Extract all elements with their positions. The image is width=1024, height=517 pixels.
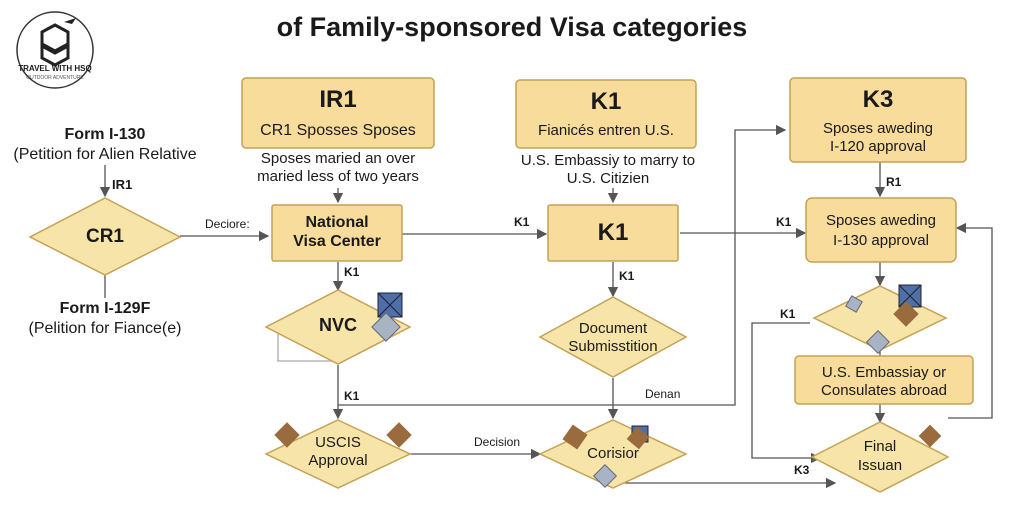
- document-icon: [592, 463, 618, 489]
- boxes: [241, 77, 974, 405]
- envelope-icon: [371, 292, 403, 342]
- document-icons: [274, 284, 942, 489]
- document-icon: [845, 295, 863, 313]
- document-icon: [918, 424, 942, 448]
- connectors: [99, 124, 993, 489]
- cr1-diamond-label: CR1: [85, 226, 124, 247]
- form-i129f-subtitle: (Pelition for Fiance(e): [28, 320, 182, 337]
- spouses-mid-line1: Sposes aweding: [825, 212, 937, 229]
- decision-edge-label: Decision: [474, 435, 521, 449]
- form-i130-title: Form I-130: [64, 126, 146, 143]
- cr1-diamond: [28, 197, 182, 276]
- k1-edge-label: K1: [344, 265, 360, 279]
- doc-line1: Document: [578, 320, 648, 337]
- k1-mid-box: [547, 204, 679, 262]
- ir1-note-line1: Sposes maried an over: [260, 150, 416, 167]
- envelope-icon: [898, 284, 922, 308]
- logo-tagline: OUTDOOR ADVENTURE: [26, 75, 84, 81]
- doc-diamond: [538, 296, 688, 378]
- final-diamond: [810, 421, 950, 493]
- uscis-line1: USCIS: [315, 434, 361, 451]
- ir1-box: [241, 77, 435, 149]
- line-right-loop: [948, 222, 993, 419]
- line-k1-loop: [751, 322, 822, 464]
- form-i130-subtitle: (Petition for Alien Relative: [13, 146, 197, 163]
- k1-top-box-title: K1: [590, 88, 622, 115]
- spouses-mid-box: [805, 197, 957, 263]
- nvc-side-line: [277, 334, 338, 362]
- spouses-mid-line2: I-130 approval: [833, 232, 929, 249]
- embassy-line2: Consulates abroad: [821, 382, 947, 399]
- embassy-line1: U.S. Embassiay or: [821, 364, 947, 381]
- diamonds: [28, 197, 950, 493]
- logo: TRAVEL WITH HSQ OUTDOOR ADVENTURE: [12, 10, 98, 96]
- nvc-center-line1: National: [305, 214, 369, 231]
- k1-edge-label: K1: [780, 307, 796, 321]
- denan-edge-label: Denan: [645, 387, 681, 401]
- document-icon: [626, 426, 650, 450]
- document-icon: [893, 301, 919, 327]
- decision-edge-label: Deciore:: [205, 217, 250, 231]
- uscis-line2: Approval: [308, 452, 368, 469]
- nvc-center-box: [271, 204, 403, 262]
- k1-top-box: [515, 79, 697, 149]
- k3-box-title: K3: [862, 86, 894, 113]
- k1-edge-label: K1: [344, 389, 360, 403]
- ir1-box-subtitle: CR1 Sposses Sposes: [260, 122, 416, 139]
- document-icon: [386, 422, 412, 448]
- document-icon: [865, 329, 891, 355]
- k3-edge-label: K3: [794, 463, 810, 477]
- k3-box-line1: Sposes aweding: [822, 120, 934, 137]
- document-icon: [274, 422, 300, 448]
- final-line2: Issuan: [857, 457, 903, 474]
- page-title: of Family-sponsored Visa categories: [276, 12, 748, 42]
- r1-edge-label: R1: [886, 175, 902, 189]
- k1-mid-box-label: K1: [597, 219, 629, 246]
- k3-box-line2: I-120 approval: [830, 138, 926, 155]
- doc-line2: Submisstition: [568, 338, 658, 355]
- final-line1: Final: [863, 438, 897, 455]
- nvc-center-line2: Visa Center: [293, 233, 381, 250]
- k1-note-line2: U.S. Citizien: [566, 170, 650, 187]
- k1-note-line1: U.S. Embassiy to marry to: [520, 152, 696, 169]
- line-denan-to-k3: [338, 124, 787, 406]
- ir1-box-title: IR1: [319, 86, 357, 113]
- ir1-note-line2: maried less of two years: [257, 168, 419, 185]
- embassy-box: [794, 355, 974, 405]
- k1-top-box-subtitle: Fianicés entren U.S.: [538, 122, 674, 139]
- k3-box: [789, 77, 967, 163]
- k1-edge-label: K1: [776, 215, 792, 229]
- document-icon: [562, 424, 588, 450]
- ir1-edge-label: IR1: [112, 177, 133, 192]
- logo-emblem-icon: [16, 11, 94, 89]
- nvc-diamond-label: NVC: [318, 315, 357, 335]
- logo-text: TRAVEL WITH HSQ: [18, 64, 92, 73]
- corisior-label: Corisior: [587, 445, 639, 462]
- form-i129f-title: Form I-129F: [59, 300, 151, 317]
- k1-edge-label: K1: [514, 215, 530, 229]
- k1-edge-label: K1: [619, 269, 635, 283]
